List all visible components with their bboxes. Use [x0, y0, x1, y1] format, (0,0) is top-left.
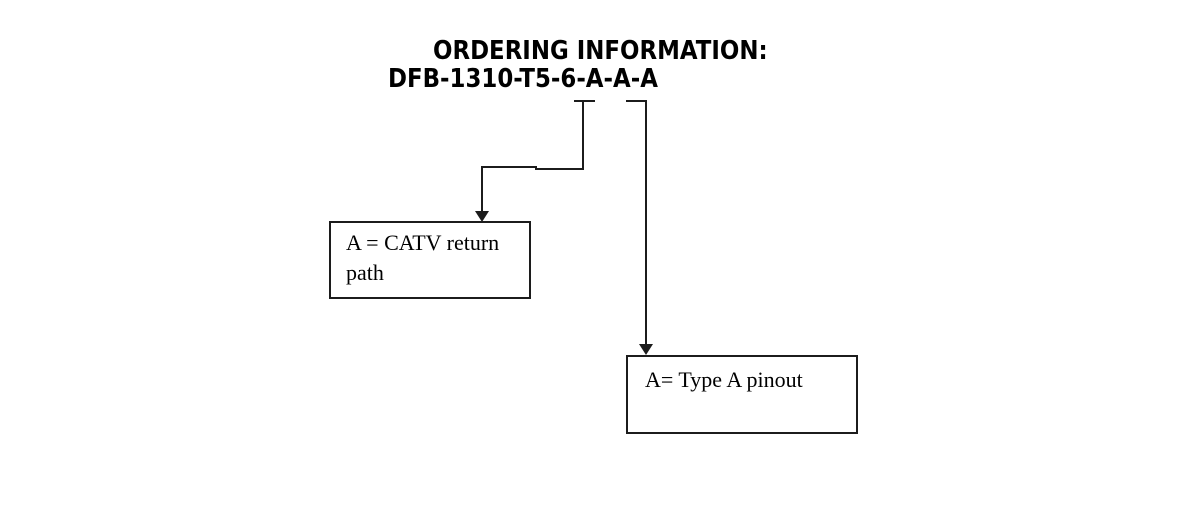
type-a-pinout-label: A= Type A pinout	[645, 367, 803, 392]
ordering-information-title: ORDERING INFORMATION:	[433, 36, 768, 66]
catv-connector-horizontal-right-line	[535, 168, 584, 170]
catv-connector-tcap-line	[574, 100, 595, 102]
pinout-connector-drop-line	[645, 100, 647, 345]
callout-box-type-a-pinout: A= Type A pinout	[626, 355, 858, 434]
callout-box-catv-return-path: A = CATV return path	[329, 221, 531, 299]
catv-connector-horizontal-left-line	[481, 166, 537, 168]
catv-connector-arrowhead-icon	[475, 211, 489, 222]
pinout-connector-arrowhead-icon	[639, 344, 653, 355]
part-number: DFB-1310-T5-6-A-A-A	[388, 64, 658, 94]
catv-connector-stem-line	[582, 100, 584, 170]
catv-return-path-label: A = CATV return path	[346, 230, 500, 285]
catv-connector-drop-line	[481, 166, 483, 212]
pinout-connector-corner-line	[626, 100, 647, 102]
